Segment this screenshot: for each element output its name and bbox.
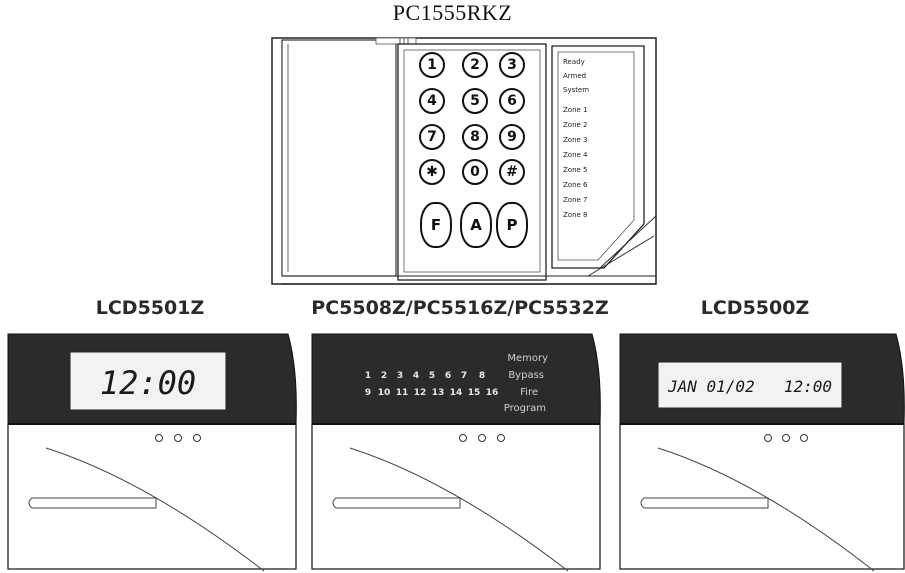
led-label-zone-7: Zone 7: [563, 196, 588, 204]
zone-9: 9: [365, 388, 371, 398]
led-label-armed: Armed: [563, 72, 587, 80]
zone-14: 14: [450, 388, 463, 398]
zone-7: 7: [461, 371, 467, 381]
unit-title-lcd5501z: LCD5501Z: [95, 297, 205, 319]
key-a[interactable]: A: [460, 202, 492, 248]
key-3[interactable]: 3: [499, 52, 525, 78]
lcd5500z-date: JAN 01/02: [667, 377, 755, 396]
zone-3: 3: [397, 371, 403, 381]
led-label-zone-1: Zone 1: [563, 106, 588, 114]
led-label-zone-5: Zone 5: [563, 166, 588, 174]
led-label-zone-3: Zone 3: [563, 136, 588, 144]
key-6[interactable]: 6: [499, 88, 525, 114]
key-1[interactable]: 1: [419, 52, 445, 78]
status-bypass: Bypass: [508, 370, 544, 381]
zone-16: 16: [486, 388, 499, 398]
lcd5500z-time: 12:00: [784, 377, 832, 396]
status-program: Program: [504, 403, 546, 414]
key-0[interactable]: 0: [462, 159, 488, 185]
key-star[interactable]: ✱: [419, 159, 445, 185]
key-4[interactable]: 4: [419, 88, 445, 114]
lcd5501z-keypad: 12:00: [7, 333, 297, 572]
lcd5501z-display: 12:00: [100, 364, 196, 402]
unit-title-pc5508z: PC5508Z/PC5516Z/PC5532Z: [311, 297, 609, 319]
status-memory: Memory: [507, 353, 548, 364]
led-label-zone-4: Zone 4: [563, 151, 588, 159]
led-label-zone-2: Zone 2: [563, 121, 588, 129]
key-7[interactable]: 7: [419, 124, 445, 150]
status-fire: Fire: [520, 387, 538, 398]
unit-title-lcd5500z: LCD5500Z: [700, 297, 810, 319]
key-hash[interactable]: #: [499, 159, 525, 185]
pc5508z-keypad: 1 2 3 4 5 6 7 8 9 10 11 12 13 14 15 16 M…: [311, 333, 601, 572]
keypad-model-title: PC1555RKZ: [392, 0, 513, 25]
zone-6: 6: [445, 371, 451, 381]
led-label-ready: Ready: [563, 58, 585, 66]
zone-8: 8: [479, 371, 485, 381]
zone-11: 11: [396, 388, 409, 398]
led-label-zone-8: Zone 8: [563, 211, 588, 219]
zone-5: 5: [429, 371, 435, 381]
key-p[interactable]: P: [496, 202, 528, 248]
key-9[interactable]: 9: [499, 124, 525, 150]
zone-1: 1: [365, 371, 371, 381]
zone-15: 15: [468, 388, 481, 398]
zone-13: 13: [432, 388, 445, 398]
key-2[interactable]: 2: [462, 52, 488, 78]
led-label-system: System: [563, 86, 590, 94]
zone-4: 4: [413, 371, 419, 381]
zone-12: 12: [414, 388, 427, 398]
lcd5500z-keypad: JAN 01/02 12:00: [619, 333, 905, 572]
zone-2: 2: [381, 371, 387, 381]
led-label-zone-6: Zone 6: [563, 181, 588, 189]
key-8[interactable]: 8: [462, 124, 488, 150]
key-f[interactable]: F: [420, 202, 452, 248]
pc1555rkz-keypad-drawing: [271, 37, 657, 285]
key-5[interactable]: 5: [462, 88, 488, 114]
zone-10: 10: [378, 388, 391, 398]
